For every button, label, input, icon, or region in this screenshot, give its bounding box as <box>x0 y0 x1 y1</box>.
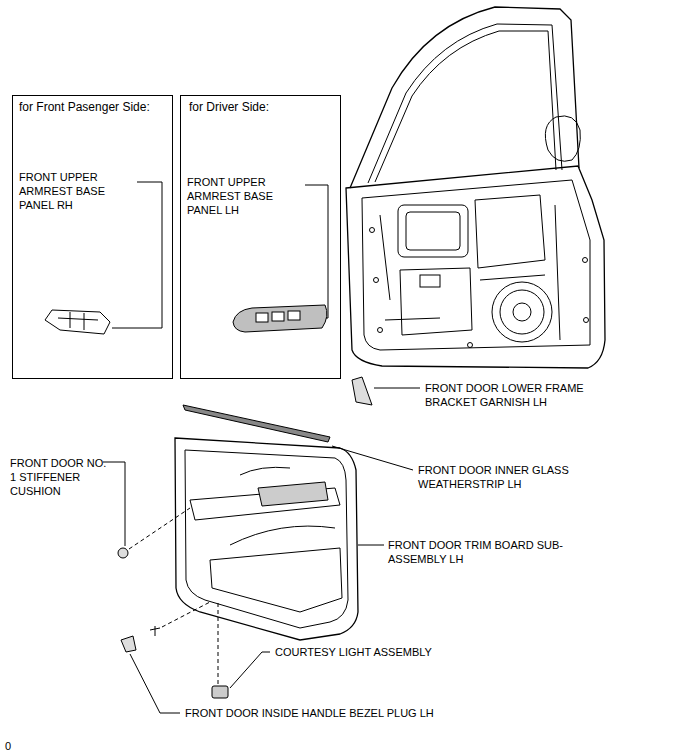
switch <box>256 313 268 322</box>
leader-line <box>358 545 384 546</box>
trim-board-detail <box>185 450 348 628</box>
part-name: FRONT UPPER ARMREST BASE PANEL RH <box>19 170 129 212</box>
armrest-panel-rh <box>45 310 110 334</box>
trim-board <box>175 438 358 640</box>
part-name: FRONT DOOR LOWER FRAME BRACKET GARNISH L… <box>425 381 610 409</box>
speaker <box>492 282 552 342</box>
door-frame <box>350 7 579 188</box>
dashed-line <box>129 508 190 549</box>
door-opening <box>406 212 460 250</box>
pocket <box>230 526 335 545</box>
switch <box>272 312 284 321</box>
door-frame-inner <box>368 24 562 183</box>
clip-holes <box>370 228 589 348</box>
leader-line <box>112 182 162 328</box>
speaker <box>513 303 531 321</box>
mirror <box>545 116 580 161</box>
part-name: FRONT DOOR INSIDE HANDLE BEZEL PLUG LH <box>185 706 465 720</box>
box-heading: for Driver Side: <box>189 100 334 114</box>
armrest-panel-lh <box>233 305 327 332</box>
courtesy-light <box>212 686 228 698</box>
cushion <box>118 548 128 558</box>
option-box: for Front Pasenger Side: FRONT UPPER ARMR… <box>12 95 173 379</box>
garnish <box>352 377 372 405</box>
switch-panel <box>258 482 328 506</box>
leader-line <box>374 388 420 389</box>
dashed-line <box>218 600 219 684</box>
bezel-plug <box>121 636 136 652</box>
door-opening <box>475 195 545 268</box>
door-inner-panel <box>362 180 590 350</box>
door-opening <box>400 268 472 335</box>
box-heading: for Front Pasenger Side: <box>19 100 169 114</box>
leader-line <box>130 654 180 713</box>
leader-line <box>230 652 270 688</box>
speaker <box>500 290 544 334</box>
door-opening <box>398 205 468 257</box>
handle <box>240 467 290 475</box>
leader-line <box>305 185 328 318</box>
door-detail <box>420 275 440 287</box>
figure-number: 0 <box>5 739 25 753</box>
switch <box>288 311 300 320</box>
part-name: FRONT DOOR TRIM BOARD SUB-ASSEMBLY LH <box>388 538 583 566</box>
weatherstrip <box>183 405 330 442</box>
door-detail <box>380 205 560 340</box>
door-body <box>346 166 605 368</box>
option-box: for Driver Side: FRONT UPPER ARMREST BASE… <box>180 95 341 379</box>
part-name: FRONT DOOR INNER GLASS WEATHERSTRIP LH <box>418 463 593 491</box>
part-name: FRONT DOOR NO. 1 STIFFENER CUSHION <box>10 456 110 498</box>
dashed-line <box>162 602 210 627</box>
pocket <box>210 548 342 612</box>
clip <box>150 626 160 636</box>
part-name: COURTESY LIGHT ASSEMBLY <box>275 645 465 659</box>
leader-line <box>103 462 125 546</box>
part-name: FRONT UPPER ARMREST BASE PANEL LH <box>187 175 297 217</box>
door-frame-inner <box>375 31 556 182</box>
